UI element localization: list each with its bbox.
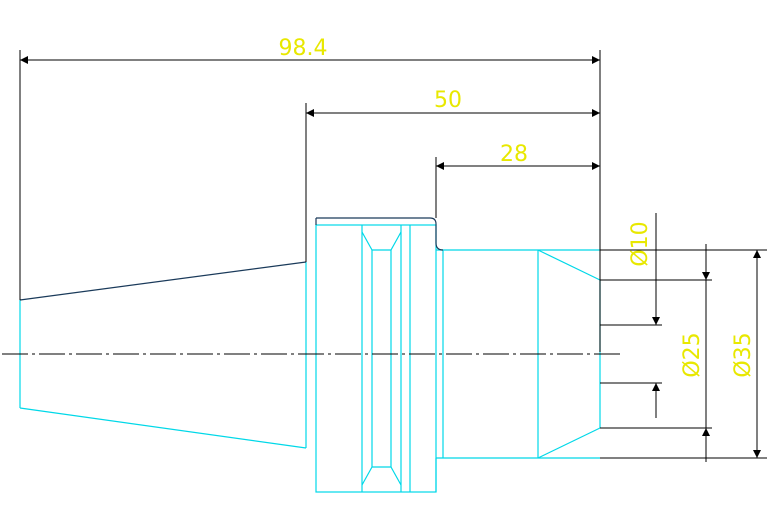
- taper-top-edge: [19, 261, 307, 301]
- dim-label-dia-25: Ø25: [680, 332, 705, 377]
- dim-label-50: 50: [434, 88, 462, 113]
- upper-contour: [19, 217, 444, 301]
- flange-body: [315, 224, 437, 493]
- dim-label-28: 28: [500, 142, 528, 167]
- taper-bottom-edge: [19, 407, 307, 449]
- flange-top-edge: [316, 217, 444, 251]
- dim-label-dia-10: Ø10: [628, 221, 653, 266]
- extension-lines: [19, 50, 767, 459]
- v-groove: [361, 225, 411, 492]
- part-outline: [19, 224, 601, 493]
- dim-label-98-4: 98.4: [279, 36, 328, 61]
- shank: [435, 249, 600, 492]
- dim-label-dia-35: Ø35: [731, 332, 756, 377]
